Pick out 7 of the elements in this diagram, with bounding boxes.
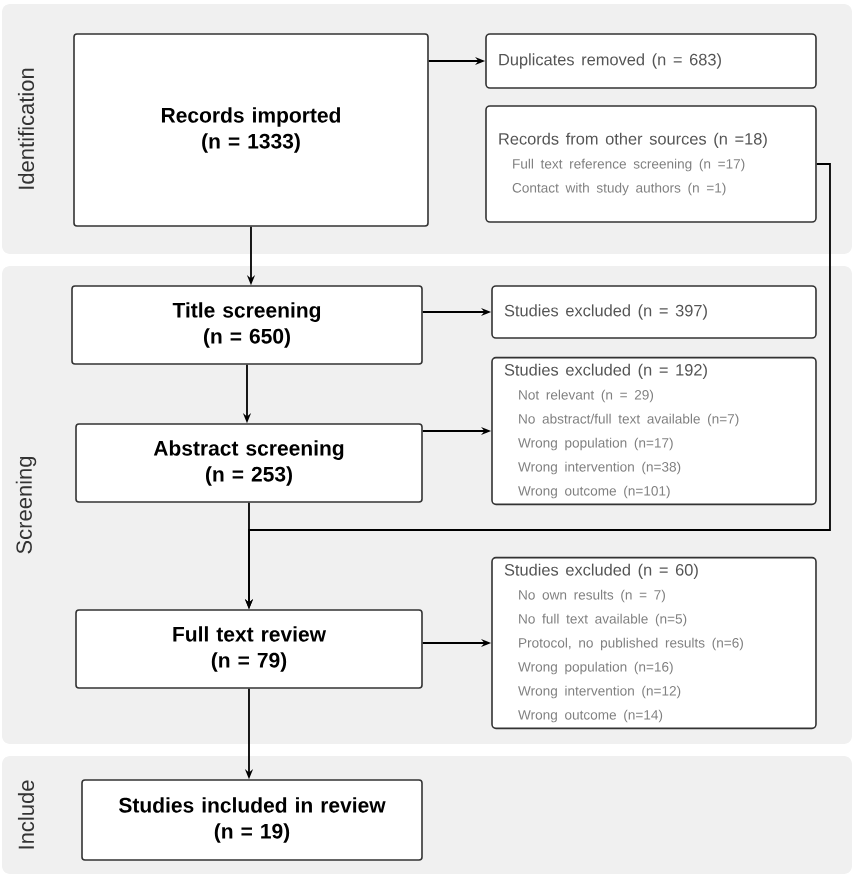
process-box: Full text review (n = 79) — [75, 609, 423, 689]
process-box: Abstract screening (n = 253) — [75, 423, 423, 503]
exclusion-box: Studies excluded (n = 397) — [491, 285, 817, 339]
process-box: Title screening (n = 650) — [71, 285, 423, 365]
process-box: Studies included in review (n = 19) — [81, 779, 423, 861]
exclusion-box: Duplicates removed (n = 683) — [485, 33, 817, 89]
process-box: Records imported (n = 1333) — [73, 33, 429, 227]
